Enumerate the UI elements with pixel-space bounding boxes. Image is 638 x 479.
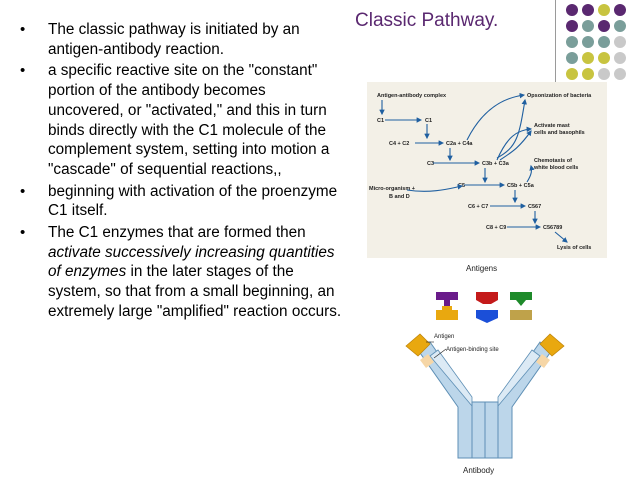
dot (566, 20, 578, 32)
label-complex: Antigen-antibody complex (377, 93, 447, 99)
dot (582, 68, 594, 80)
antigen-tan (510, 310, 532, 320)
antigen-purple (436, 292, 458, 306)
bullet-text: in the later stages of the system, so th… (48, 263, 342, 320)
decorative-divider (555, 0, 556, 86)
bullet-item: • a specific reactive site on the "consta… (14, 61, 344, 179)
bullet-text: The classic pathway is initiated by an a… (48, 21, 300, 58)
bullet-item: • The C1 enzymes that are formed then act… (14, 223, 344, 322)
label-c6c7: C6 + C7 (468, 204, 488, 210)
label-activate-2: cells and basophils (534, 130, 585, 136)
antigen-yellow (436, 306, 458, 320)
bound-antigen-left (405, 333, 431, 357)
antibody-label: Antibody (463, 466, 494, 475)
bullet-text: beginning with activation of the proenzy… (48, 182, 338, 220)
arrow (496, 98, 528, 159)
dot (566, 52, 578, 64)
dot (598, 20, 610, 32)
label-chemotaxis-1: Chemotaxis of (534, 158, 572, 164)
binding-site-label: Antigen-binding site (446, 347, 499, 353)
label-c56789: C56789 (543, 225, 562, 231)
dot (566, 36, 578, 48)
dot (566, 4, 578, 16)
antibody-diagram: Antigens Antigen Antigen-binding site An… (405, 264, 565, 475)
label-c1-right: C1 (425, 118, 432, 124)
dot (582, 52, 594, 64)
label-micro: Micro-organism + (369, 186, 415, 192)
dot (582, 4, 594, 16)
bullet-item: • The classic pathway is initiated by an … (14, 20, 344, 59)
label-c4c2: C4 + C2 (389, 141, 409, 147)
dot (598, 68, 610, 80)
bullet-item: • beginning with activation of the proenz… (14, 182, 344, 221)
dot (614, 20, 626, 32)
label-c3b: C3b + C3a (482, 161, 510, 167)
antigen-red (476, 292, 498, 304)
antigen-blue (476, 310, 498, 323)
binding-site-left (420, 354, 434, 368)
dot (614, 4, 626, 16)
bullet-list: • The classic pathway is initiated by an … (14, 20, 344, 324)
arrow (496, 126, 533, 161)
antigens-label: Antigens (466, 264, 497, 273)
dot (598, 4, 610, 16)
label-opsonization: Opsonization of bacteria (527, 93, 592, 99)
label-activate-1: Activate mast (534, 123, 570, 129)
bullet-dot-icon: • (20, 182, 26, 200)
bullet-text-italic: activate successively increasing quantit… (48, 243, 335, 281)
antigen-green (510, 292, 532, 306)
dot (582, 20, 594, 32)
dot (614, 52, 626, 64)
arrow (466, 92, 526, 141)
arrow (406, 184, 464, 192)
label-c5b: C5b + C5a (507, 183, 535, 189)
dot (614, 68, 626, 80)
label-micro-sub: B and D (389, 194, 410, 200)
diagram-background (367, 82, 607, 258)
label-c567: C567 (528, 204, 541, 210)
label-c3: C3 (427, 161, 434, 167)
bound-antigen-right (539, 333, 565, 357)
binding-site-right (536, 354, 550, 368)
slide-title: Classic Pathway. (355, 10, 499, 31)
label-c1-left: C1 (377, 118, 384, 124)
antibody-shape (405, 333, 565, 459)
label-c8c9: C8 + C9 (486, 225, 506, 231)
antigen-shapes (436, 292, 532, 323)
label-c2a: C2a + C4a (446, 141, 473, 147)
label-lysis: Lysis of cells (557, 245, 591, 251)
arrow (526, 164, 535, 183)
bullet-dot-icon: • (20, 21, 26, 38)
dot (598, 52, 610, 64)
bullet-dot-icon: • (20, 62, 26, 80)
dot (598, 36, 610, 48)
arrow (499, 130, 532, 161)
bullet-text: a specific reactive site on the "constan… (48, 62, 330, 178)
bullet-text: The C1 enzymes that are formed then (48, 224, 306, 242)
bullet-dot-icon: • (20, 224, 26, 242)
antigen-label: Antigen (434, 334, 454, 340)
label-chemotaxis-2: white blood cells (533, 165, 578, 171)
dot (614, 36, 626, 48)
arrow (554, 231, 568, 243)
dot (566, 68, 578, 80)
dot (582, 36, 594, 48)
pathway-diagram: Antigen-antibody complex C1 C1 C4 + C2 C… (367, 82, 607, 258)
